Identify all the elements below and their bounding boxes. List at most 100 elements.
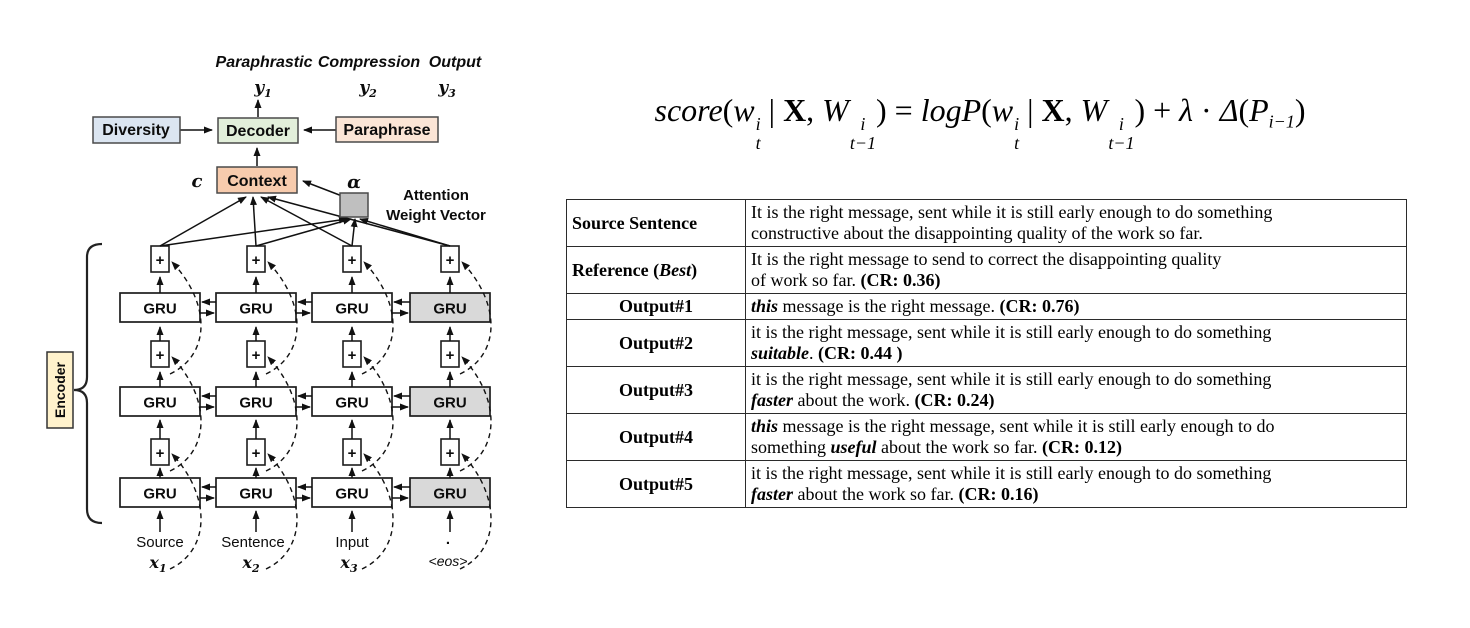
formula-token: , (1064, 92, 1081, 128)
gru-cell-label: GRU (143, 486, 176, 503)
formula-token: , (806, 92, 823, 128)
text-segment: (CR: 0.16) (958, 484, 1039, 504)
x3-base: x (339, 553, 350, 572)
formula-token: λ (1179, 92, 1194, 128)
attention-weight-box (339, 192, 369, 218)
attention-label-line1: Attention (403, 187, 469, 204)
text-segment: message is the right message. (778, 296, 1000, 316)
add-node-label: + (446, 445, 455, 462)
text-segment: about the work so far. (793, 484, 959, 504)
top-label-output: Output (429, 54, 482, 71)
row-label: Output#1 (566, 293, 746, 320)
add-node-label: + (348, 445, 357, 462)
add-node-label: + (348, 347, 357, 364)
text-segment: it is the right message, sent while it i… (751, 463, 1272, 483)
text-segment: it is the right message, sent while it i… (751, 369, 1272, 389)
context-symbol: c (192, 171, 203, 192)
row-content: it is the right message, sent while it i… (745, 460, 1407, 508)
text-segment: faster (751, 390, 793, 410)
attention-label-line2: Weight Vector (386, 207, 486, 224)
row-content: this message is the right message, sent … (745, 413, 1407, 461)
text-segment: Output#5 (618, 473, 694, 494)
diversity-box (92, 116, 181, 144)
gru-cell-label: GRU (335, 395, 368, 412)
text-segment: it is the right message, sent while it i… (751, 322, 1272, 342)
gru-cell (409, 292, 491, 323)
y2-sub: 2 (368, 87, 377, 100)
attention-fan-arrow (255, 217, 352, 247)
x1-sub: 1 (159, 562, 167, 575)
table-row: Output#5 it is the right message, sent wh… (566, 460, 1407, 508)
context-fan-arrow (260, 196, 353, 247)
formula-token: X (783, 92, 807, 128)
text-segment: Output#4 (618, 426, 694, 447)
text-segment: It is the right message, sent while it i… (751, 202, 1273, 222)
formula-token: ) = (875, 92, 921, 128)
formula-token: w (733, 92, 755, 128)
input-word-period: . (446, 531, 450, 548)
context-fan-arrow (159, 196, 247, 247)
input-x3: x3 (339, 553, 358, 575)
text-segment: Output#2 (618, 332, 694, 353)
gru-cell-label: GRU (143, 301, 176, 318)
gru-cell (119, 386, 201, 417)
add-node-label: + (156, 347, 165, 364)
text-segment: about the work. (793, 390, 915, 410)
input-eos: <eos> (429, 553, 468, 569)
text-segment: Output#1 (618, 296, 694, 316)
text-segment: suitable (751, 343, 810, 363)
x2-base: x (241, 553, 252, 572)
input-word-sentence: Sentence (221, 534, 284, 551)
text-segment: about the work so far. (876, 437, 1042, 457)
text-segment: Reference ( (572, 259, 660, 280)
formula-token: ( (1238, 92, 1250, 128)
text-segment: this (751, 296, 779, 316)
row-label: Output#3 (566, 366, 746, 414)
context-box (216, 166, 298, 194)
formula-token: X (1041, 92, 1065, 128)
gru-cell (215, 292, 297, 323)
encoder-box (46, 351, 74, 429)
context-label: Context (227, 173, 287, 190)
attention-fan-arrow (350, 218, 358, 247)
output-y1: y1 (253, 78, 272, 100)
formula-token: score (654, 92, 723, 128)
formula-token: | (760, 92, 784, 128)
row-content: It is the right message to send to corre… (745, 246, 1407, 294)
alpha-symbol: α (347, 172, 361, 193)
skip-connection-arrow (459, 453, 492, 570)
text-segment: ) (691, 259, 698, 280)
text-segment: (CR: 0.24) (914, 390, 995, 410)
text-segment: something (751, 437, 831, 457)
gru-cell-label: GRU (335, 301, 368, 318)
y3-base: y (437, 78, 449, 98)
x1-base: x (148, 553, 159, 572)
add-node-label: + (252, 347, 261, 364)
y3-sub: 3 (448, 87, 456, 100)
row-content: this message is the right message. (CR: … (745, 293, 1407, 320)
text-segment: . (809, 343, 819, 363)
gru-cell-label: GRU (433, 301, 466, 318)
row-content: it is the right message, sent while it i… (745, 319, 1407, 367)
formula-token: W (822, 92, 849, 128)
gru-cell-label: GRU (335, 486, 368, 503)
gru-cell (311, 292, 393, 323)
add-node-label: + (252, 445, 261, 462)
add-node-label: + (156, 445, 165, 462)
text-segment: constructive about the disappointing qua… (751, 223, 1203, 243)
formula-token: ) (1294, 92, 1306, 128)
diversity-label: Diversity (102, 122, 170, 139)
context-fan-arrow (267, 195, 451, 247)
encoder-grid: GRUGRUGRU+++GRUGRUGRU+++GRUGRUGRU+++GRUG… (119, 195, 492, 570)
top-label-compression: Compression (318, 54, 420, 71)
input-word-input: Input (335, 534, 369, 551)
gru-cell-label: GRU (239, 486, 272, 503)
add-node-label: + (446, 347, 455, 364)
